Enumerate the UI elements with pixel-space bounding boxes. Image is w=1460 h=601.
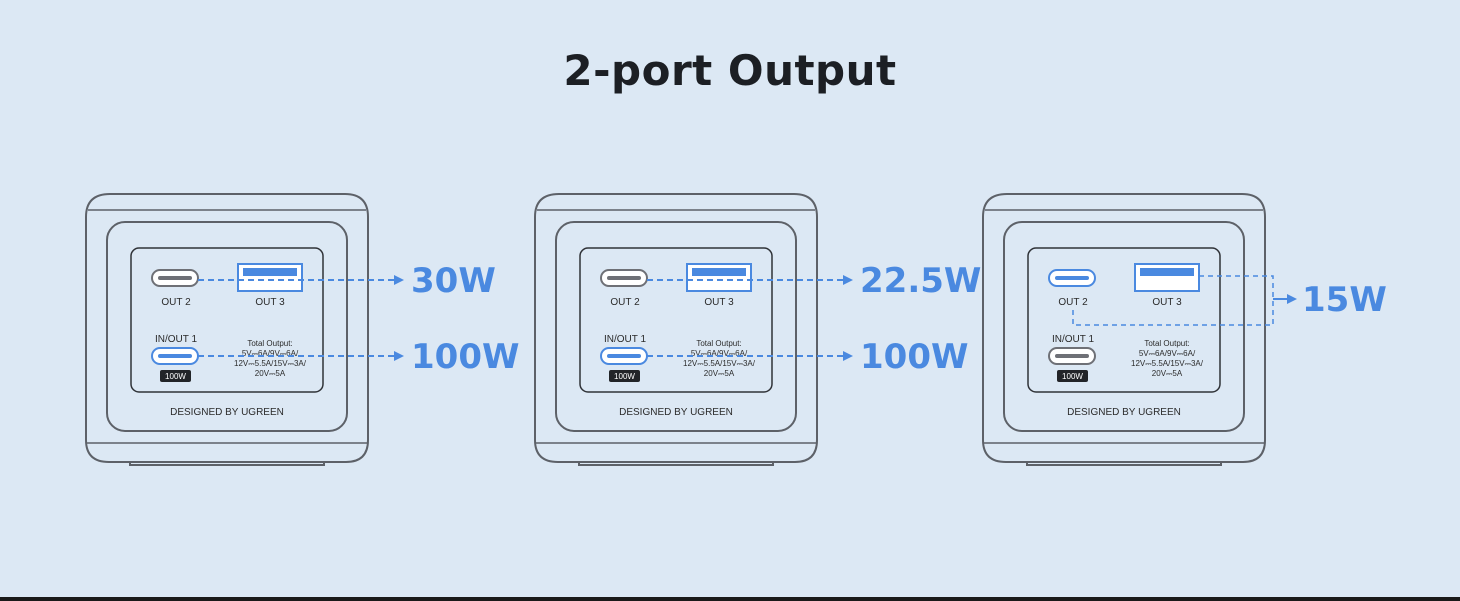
total-output-line: 5V⎓6A/9V⎓6A/ (242, 349, 299, 358)
port-panel (579, 247, 773, 393)
usb-a-port-out3-tongue (692, 268, 746, 276)
total-output-line: Total Output: (1144, 339, 1189, 348)
charger-body-outline (85, 193, 369, 463)
power-badge-bg (160, 370, 191, 382)
wattage-out3: 22.5W (860, 261, 981, 301)
out2-label: OUT 2 (610, 297, 640, 308)
brand-label: DESIGNED BY UGREEN (619, 407, 733, 418)
front-bezel (1003, 221, 1245, 432)
total-output-line: 20V⎓5A (255, 369, 286, 378)
total-output-line: 12V⎓5.5A/15V⎓3A/ (1131, 359, 1204, 368)
power-badge-bg (1057, 370, 1088, 382)
out2-label: OUT 2 (1058, 297, 1088, 308)
port-panel (130, 247, 324, 393)
out3-label: OUT 3 (255, 297, 285, 308)
total-output-line: 12V⎓5.5A/15V⎓3A/ (234, 359, 307, 368)
out3-label: OUT 3 (1152, 297, 1182, 308)
total-output-line: Total Output: (247, 339, 292, 348)
usb-c-port-inout1-tongue (1055, 354, 1089, 358)
charger-2: OUT 2 OUT 3 IN/OUT 1 100W Total Output:5V⎓6A… (534, 193, 981, 466)
charger-foot (129, 463, 325, 466)
charger-3: OUT 2 OUT 3 IN/OUT 1 100W Total Output:5V⎓6A… (982, 193, 1387, 466)
inout1-label: IN/OUT 1 (604, 334, 646, 345)
total-output-line: 12V⎓5.5A/15V⎓3A/ (683, 359, 756, 368)
charger-body-outline (534, 193, 818, 463)
usb-c-port-out2-tongue (607, 276, 641, 280)
total-output-line: Total Output: (696, 339, 741, 348)
out2-label: OUT 2 (161, 297, 191, 308)
usb-c-port-out2-tongue (158, 276, 192, 280)
total-output-line: 20V⎓5A (1152, 369, 1183, 378)
wattage-combined: 15W (1302, 280, 1387, 320)
charger-1: OUT 2 OUT 3 IN/OUT 1 100W Total Output:5V⎓6A… (85, 193, 519, 466)
inout1-label: IN/OUT 1 (155, 334, 197, 345)
charger-body-outline (982, 193, 1266, 463)
front-bezel (555, 221, 797, 432)
wattage-inout1: 100W (860, 337, 968, 377)
combined-path (1072, 275, 1274, 326)
usb-c-port-inout1-tongue (607, 354, 641, 358)
bottom-divider (0, 597, 1460, 601)
wattage-out3: 30W (411, 261, 496, 301)
out3-label: OUT 3 (704, 297, 734, 308)
power-badge-bg (609, 370, 640, 382)
power-badge: 100W (1062, 372, 1083, 381)
usb-a-port-out3-tongue (1140, 268, 1194, 276)
wattage-inout1: 100W (411, 337, 519, 377)
port-panel (1027, 247, 1221, 393)
power-badge: 100W (614, 372, 635, 381)
usb-c-port-inout1-tongue (158, 354, 192, 358)
charger-foot (1026, 463, 1222, 466)
front-bezel (106, 221, 348, 432)
usb-c-port-out2-tongue (1055, 276, 1089, 280)
total-output-line: 5V⎓6A/9V⎓6A/ (691, 349, 748, 358)
inout1-label: IN/OUT 1 (1052, 334, 1094, 345)
total-output-line: 20V⎓5A (704, 369, 735, 378)
charger-foot (578, 463, 774, 466)
brand-label: DESIGNED BY UGREEN (170, 407, 284, 418)
usb-a-port-out3-tongue (243, 268, 297, 276)
power-badge: 100W (165, 372, 186, 381)
total-output-line: 5V⎓6A/9V⎓6A/ (1139, 349, 1196, 358)
diagram-title: 2-port Output (563, 46, 897, 95)
brand-label: DESIGNED BY UGREEN (1067, 407, 1181, 418)
